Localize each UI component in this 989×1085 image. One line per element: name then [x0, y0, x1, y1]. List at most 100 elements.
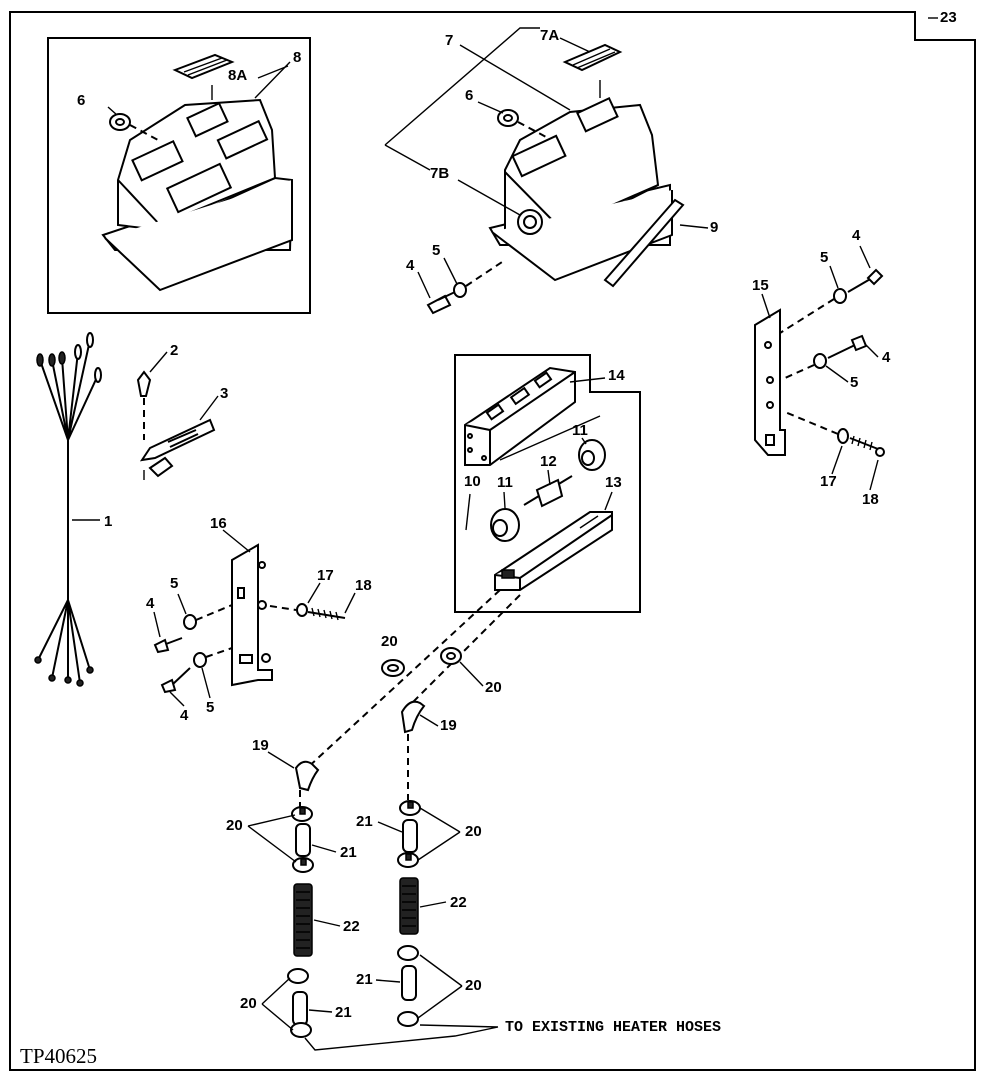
washer-5-housing [453, 282, 467, 298]
clamp-20-right-top [399, 800, 421, 816]
tube-21-left-low [292, 991, 308, 1026]
callout-5c: 5 [206, 699, 214, 716]
valve-housing-14 [464, 366, 576, 466]
clamp-20-right-bottom [397, 1011, 419, 1027]
housing-8 [101, 98, 294, 292]
callout-19a: 19 [252, 737, 269, 754]
callout-6b: 6 [465, 87, 473, 104]
callout-19b: 19 [440, 717, 457, 734]
callout-5b: 5 [170, 575, 178, 592]
knob-11-left [490, 508, 520, 542]
callout-4c: 4 [180, 707, 189, 724]
callout-11b: 11 [572, 422, 588, 439]
callout-15: 15 [752, 277, 769, 294]
callout-10: 10 [464, 473, 481, 490]
inset-box-valve-14 [454, 354, 641, 613]
callout-16: 16 [210, 515, 227, 532]
clip-2 [136, 370, 152, 397]
clamp-20-a [381, 659, 405, 677]
washer-5-left-upper [183, 614, 197, 630]
tube-21-right-top [402, 819, 418, 853]
callout-20d: 20 [465, 823, 482, 840]
screw-4-left-lower [160, 667, 191, 694]
screw-17-right [837, 428, 885, 457]
clamp-20-left-mid [292, 857, 314, 873]
callout-3: 3 [220, 385, 228, 402]
callout-5a: 5 [432, 242, 440, 259]
callout-20c: 20 [226, 817, 243, 834]
callout-21b: 21 [356, 813, 373, 830]
callout-14: 14 [608, 367, 625, 384]
figure-identifier: TP40625 [20, 1044, 97, 1068]
clamp-20-left-bottom [290, 1022, 312, 1038]
screw-4-right-upper [847, 268, 884, 293]
housing-7 [488, 97, 673, 282]
heater-core-port-7b [517, 209, 543, 235]
vent-louver-8a [172, 53, 235, 80]
callout-7a: 7A [540, 27, 559, 44]
screw-4-left-upper [153, 637, 183, 654]
wiring-harness-1 [34, 332, 102, 687]
callout-21c: 21 [335, 1004, 352, 1021]
callout-1: 1 [104, 513, 112, 530]
hose-22-left [293, 883, 313, 957]
callout-4d: 4 [852, 227, 861, 244]
valve-body-13 [494, 511, 613, 591]
callout-20b: 20 [485, 679, 502, 696]
clamp-20-left-top [291, 806, 313, 822]
callout-9: 9 [710, 219, 718, 236]
callout-17a: 17 [317, 567, 334, 584]
callout-22a: 22 [343, 918, 360, 935]
valve-stem-12 [523, 475, 573, 508]
washer-5-right-middle [813, 353, 827, 369]
callout-20f: 20 [465, 977, 482, 994]
callout-18b: 18 [862, 491, 879, 508]
vent-louver-7a [562, 43, 623, 72]
washer-5-right-upper [833, 288, 847, 304]
elbow-19-right [400, 700, 426, 734]
knob-11-right [578, 439, 606, 471]
callout-7: 7 [445, 32, 453, 49]
page-border [9, 11, 976, 1071]
callout-21a: 21 [340, 844, 357, 861]
screw-17-left [296, 603, 346, 621]
callout-22b: 22 [450, 894, 467, 911]
clamp-20-right-mid [397, 852, 419, 868]
callout-12: 12 [540, 453, 557, 470]
sheet-number: 23 [940, 9, 957, 26]
callout-6: 6 [77, 92, 85, 109]
callout-20a: 20 [381, 633, 398, 650]
grommet-6a [109, 113, 131, 131]
clamp-20-right-low [397, 945, 419, 961]
grommet-6b [497, 109, 519, 127]
screw-4-right-middle [827, 334, 868, 359]
callout-8: 8 [293, 49, 301, 66]
callout-7b: 7B [430, 165, 449, 182]
callout-5e: 5 [850, 374, 858, 391]
clamp-20-b [440, 647, 462, 665]
callout-8a: 8A [228, 67, 247, 84]
elbow-19-left [294, 760, 320, 792]
washer-5-left-lower [193, 652, 207, 668]
bracket-15 [754, 308, 786, 456]
callout-21d: 21 [356, 971, 373, 988]
callout-2: 2 [170, 342, 178, 359]
clamp-20-left-low [287, 968, 309, 984]
heater-hoses-note: TO EXISTING HEATER HOSES [505, 1019, 721, 1036]
callout-4e: 4 [882, 349, 891, 366]
hose-22-right [399, 877, 419, 935]
callout-13: 13 [605, 474, 622, 491]
callout-4b: 4 [146, 595, 155, 612]
switch-3 [139, 418, 216, 478]
callout-20e: 20 [240, 995, 257, 1012]
bracket-16 [231, 543, 273, 687]
inset-box-housing-8 [47, 37, 311, 314]
callout-5d: 5 [820, 249, 828, 266]
callout-4a: 4 [406, 257, 415, 274]
seal-strip-9 [603, 198, 685, 288]
callout-18a: 18 [355, 577, 372, 594]
tube-21-right-low [401, 965, 417, 1001]
screw-4-housing [426, 291, 456, 315]
